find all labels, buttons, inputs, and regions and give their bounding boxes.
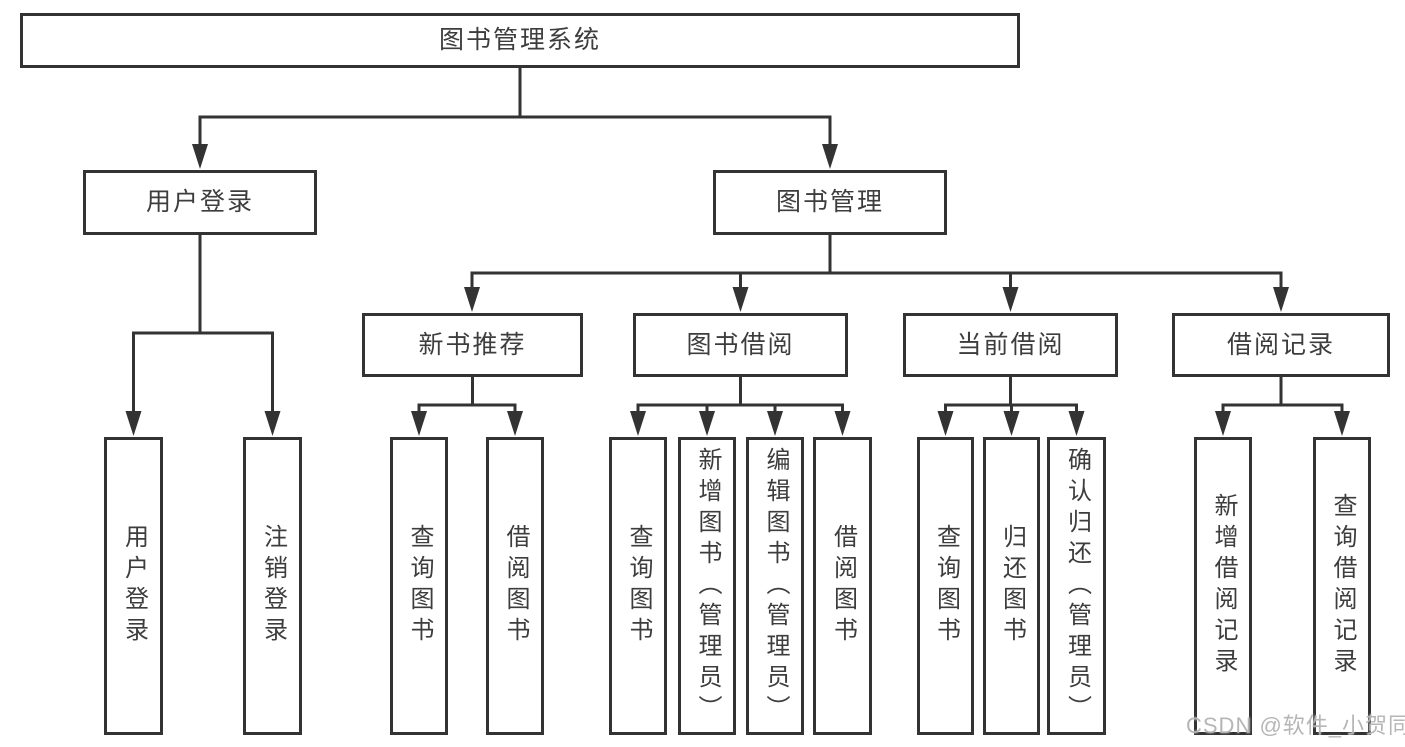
node-leaf-add-borrow-record: 新增借阅记录 [1194,437,1252,735]
node-leaf-logout: 注销登录 [243,437,302,735]
node-leaf-query-books-current: 查询图书 [917,437,974,735]
node-label: 查询借阅记录 [1329,493,1356,679]
node-leaf-add-book-admin: 新增图书（管理员） [678,437,736,735]
node-label: 归还图书 [998,524,1026,648]
node-new-book-recommend: 新书推荐 [362,313,583,377]
trunk-bookmgmt-to-level3 [470,233,1283,295]
node-user-login-module: 用户登录 [83,170,317,235]
node-leaf-confirm-return-admin: 确认归还（管理员） [1047,437,1106,735]
node-leaf-user-login: 用户登录 [104,437,163,735]
node-label: 当前借阅 [956,330,1065,359]
node-current-borrowing: 当前借阅 [903,313,1118,377]
node-leaf-return-book: 归还图书 [983,437,1040,735]
trunk-borrowing-to-leaves [636,375,844,419]
node-borrowing-records: 借阅记录 [1172,313,1390,377]
node-book-borrowing: 图书借阅 [633,313,848,377]
node-label: 查询图书 [932,524,960,648]
trunk-newbook-to-leaves [417,375,517,419]
node-label: 借阅图书 [829,524,857,648]
node-leaf-borrow-books-recommend: 借阅图书 [486,437,544,735]
node-label: 新增图书（管理员） [694,446,721,726]
node-label: 借阅图书 [502,524,529,648]
node-label: 用户登录 [120,524,148,648]
node-library-system: 图书管理系统 [20,13,1020,68]
node-label: 用户登录 [145,188,254,216]
node-label: 注销登录 [259,524,287,648]
node-label: 查询图书 [406,524,433,648]
node-label: 编辑图书（管理员） [762,446,789,726]
node-leaf-borrow-books-borrowing: 借阅图书 [813,437,872,735]
node-label: 新增借阅记录 [1210,493,1237,679]
node-label: 查询图书 [625,524,652,648]
node-label: 图书借阅 [686,330,795,359]
node-label: 借阅记录 [1226,330,1335,359]
node-leaf-query-books-borrowing: 查询图书 [609,437,667,735]
trunk-userlogin-to-leaves [132,233,274,419]
node-label: 新书推荐 [418,330,527,359]
node-label: 确认归还（管理员） [1063,446,1091,726]
trunk-records-to-leaves [1221,375,1344,419]
watermark-text: CSDN @软件_小贺同学 [1186,713,1405,738]
trunk-root-to-level2 [198,66,832,152]
node-label: 图书管理 [775,188,884,216]
node-leaf-edit-book-admin: 编辑图书（管理员） [746,437,804,735]
node-book-management: 图书管理 [713,170,947,235]
node-leaf-query-borrow-record: 查询借阅记录 [1313,437,1371,735]
trunk-current-to-leaves [944,375,1078,419]
node-leaf-query-books-recommend: 查询图书 [390,437,448,735]
node-label: 图书管理系统 [438,26,601,54]
